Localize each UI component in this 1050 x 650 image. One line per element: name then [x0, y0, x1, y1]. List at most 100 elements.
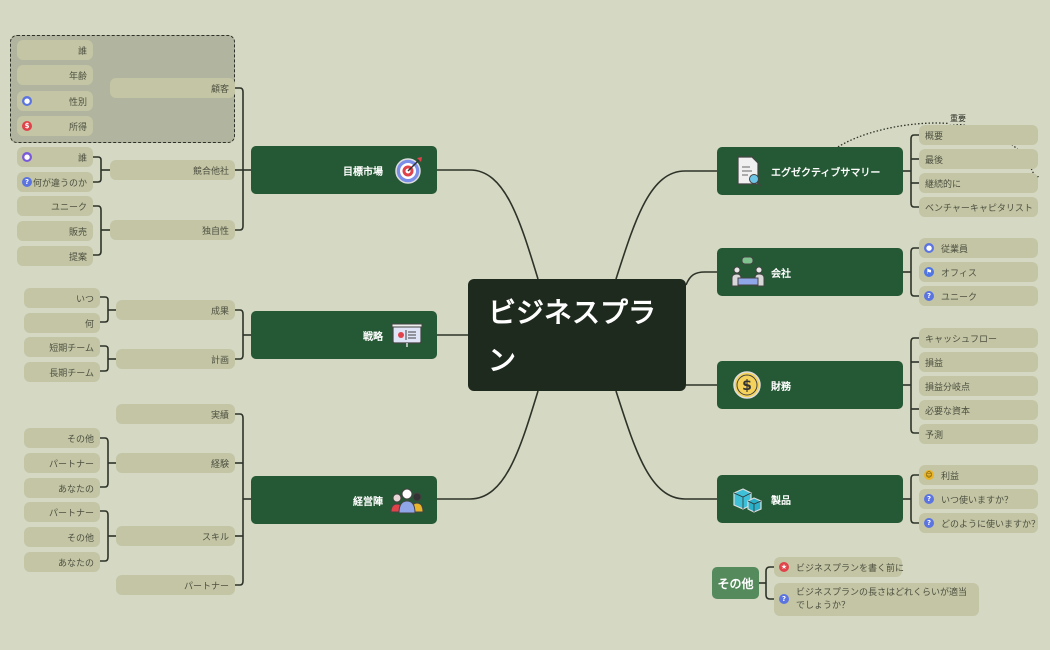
- leaf-when-use[interactable]: ? いつ使いますか？: [919, 489, 1038, 509]
- star-icon: ★: [779, 562, 789, 572]
- leaf-skill-other[interactable]: その他: [24, 527, 100, 547]
- question-icon: ?: [924, 494, 934, 504]
- leaf-required-capital[interactable]: 必要な資本: [919, 400, 1038, 420]
- target-icon: [395, 156, 423, 184]
- subtopic-experience[interactable]: 経験: [116, 453, 235, 473]
- leaf-profit-loss[interactable]: 損益: [919, 352, 1038, 372]
- topic-label: エグゼクティブサマリー: [771, 167, 881, 179]
- subtopic-uniqueness[interactable]: 独自性: [110, 220, 235, 240]
- topic-label: 戦略: [363, 331, 383, 343]
- leaf-label: 予測: [925, 430, 944, 441]
- leaf-cash-flow[interactable]: キャッシュフロー: [919, 328, 1038, 348]
- leaf-label: 長期チーム: [49, 368, 94, 379]
- team-icon: [389, 486, 425, 514]
- topic-strategy[interactable]: 戦略: [251, 311, 437, 359]
- subtopic-plan[interactable]: 計画: [116, 349, 235, 369]
- leaf-venture-capitalist[interactable]: ベンチャーキャピタリスト: [919, 197, 1038, 217]
- leaf-exp-other[interactable]: その他: [24, 428, 100, 448]
- leaf-label: パートナー: [48, 459, 94, 470]
- leaf-when[interactable]: いつ: [24, 288, 100, 308]
- subtopic-customer[interactable]: 顧客: [110, 78, 235, 98]
- leaf-office[interactable]: ⚑オフィス: [919, 262, 1038, 282]
- topic-product[interactable]: 製品: [717, 475, 903, 523]
- subtopic-outcome[interactable]: 成果: [116, 300, 235, 320]
- leaf-label: 従業員: [941, 244, 969, 255]
- topic-management[interactable]: 経営陣: [251, 476, 437, 524]
- leaf-label: 提案: [68, 252, 87, 263]
- subtopic-label: スキル: [201, 532, 229, 543]
- leaf-what-differs[interactable]: ?何が違うのか: [17, 172, 93, 192]
- leaf-label: あなたの: [57, 558, 94, 569]
- leaf-income[interactable]: $ 所得: [17, 116, 93, 136]
- subtopic-skills[interactable]: スキル: [116, 526, 235, 546]
- person-icon: ●: [22, 152, 32, 162]
- subtopic-partner[interactable]: パートナー: [116, 575, 235, 595]
- leaf-plan-length[interactable]: ?ビジネスプランの長さはどれくらいが適当でしょうか？: [774, 583, 979, 616]
- relationship-label[interactable]: 重要: [948, 113, 968, 124]
- leaf-gender[interactable]: ●性別: [17, 91, 93, 111]
- leaf-who[interactable]: 誰: [17, 40, 93, 60]
- subtopic-competitors[interactable]: 競合他社: [110, 160, 235, 180]
- leaf-short-term-team[interactable]: 短期チーム: [24, 337, 100, 357]
- leaf-label: 必要な資本: [925, 406, 971, 417]
- leaf-long-term-team[interactable]: 長期チーム: [24, 362, 100, 382]
- leaf-label: あなたの: [57, 484, 94, 495]
- smiley-icon: ☺: [924, 470, 934, 480]
- topic-label: 経営陣: [353, 496, 383, 508]
- leaf-profit[interactable]: ☺利益: [919, 465, 1038, 485]
- leaf-label: 年齢: [68, 71, 87, 82]
- leaf-proposal[interactable]: 提案: [17, 246, 93, 266]
- subtopic-track-record[interactable]: 実績: [116, 404, 235, 424]
- svg-text:$: $: [742, 378, 752, 394]
- leaf-label: 概要: [925, 131, 944, 142]
- leaf-skill-yours[interactable]: あなたの: [24, 552, 100, 572]
- leaf-exp-yours[interactable]: あなたの: [24, 478, 100, 498]
- leaf-label: その他: [66, 533, 94, 544]
- leaf-overview[interactable]: 概要: [919, 125, 1038, 145]
- leaf-before-writing[interactable]: ★ビジネスプランを書く前に: [774, 557, 904, 577]
- leaf-label: 損益分岐点: [925, 382, 971, 393]
- leaf-label: いつ: [75, 294, 94, 305]
- leaf-label: 何が違うのか: [32, 178, 87, 189]
- central-topic[interactable]: ビジネスプラン: [468, 279, 686, 391]
- topic-company[interactable]: 会社: [717, 248, 903, 296]
- leaf-competitor-who[interactable]: ●誰: [17, 147, 93, 167]
- floating-topic-label: その他: [717, 576, 754, 591]
- leaf-label: 何: [84, 319, 94, 330]
- central-topic-label: ビジネスプラン: [488, 296, 657, 377]
- leaf-what[interactable]: 何: [24, 313, 100, 333]
- leaf-unique[interactable]: ユニーク: [17, 196, 93, 216]
- leaf-label: いつ使いますか？: [941, 495, 1014, 506]
- leaf-label: 性別: [68, 97, 87, 108]
- floating-topic-other[interactable]: その他: [712, 567, 759, 599]
- subtopic-label: 実績: [210, 410, 229, 421]
- topic-executive-summary[interactable]: エグゼクティブサマリー: [717, 147, 903, 195]
- topic-target-market[interactable]: 目標市場: [251, 146, 437, 194]
- leaf-exp-partner[interactable]: パートナー: [24, 453, 100, 473]
- leaf-label: パートナー: [48, 508, 94, 519]
- subtopic-label: 競合他社: [192, 166, 229, 177]
- leaf-label: 誰: [77, 153, 87, 164]
- leaf-how-use[interactable]: ?どのように使いますか？: [919, 513, 1040, 533]
- question-icon: ?: [22, 177, 32, 187]
- leaf-sales[interactable]: 販売: [17, 221, 93, 241]
- leaf-label: 短期チーム: [49, 343, 94, 354]
- leaf-label: 所得: [68, 122, 87, 133]
- leaf-label: ベンチャーキャピタリスト: [925, 203, 1033, 214]
- leaf-last[interactable]: 最後: [919, 149, 1038, 169]
- flag-icon: ⚑: [924, 267, 934, 277]
- leaf-employees[interactable]: ●従業員: [919, 238, 1038, 258]
- cubes-icon: [731, 485, 763, 513]
- dollar-icon: $: [22, 121, 32, 131]
- topic-label: 製品: [771, 495, 791, 507]
- presentation-board-icon: [391, 323, 423, 349]
- subtopic-label: 独自性: [201, 226, 229, 237]
- leaf-unique-company[interactable]: ?ユニーク: [919, 286, 1038, 306]
- leaf-continuously[interactable]: 継続的に: [919, 173, 1038, 193]
- topic-finance[interactable]: $ 財務: [717, 361, 903, 409]
- leaf-age[interactable]: 年齢: [17, 65, 93, 85]
- leaf-break-even[interactable]: 損益分岐点: [919, 376, 1038, 396]
- leaf-forecast[interactable]: 予測: [919, 424, 1038, 444]
- leaf-skill-partner[interactable]: パートナー: [24, 502, 100, 522]
